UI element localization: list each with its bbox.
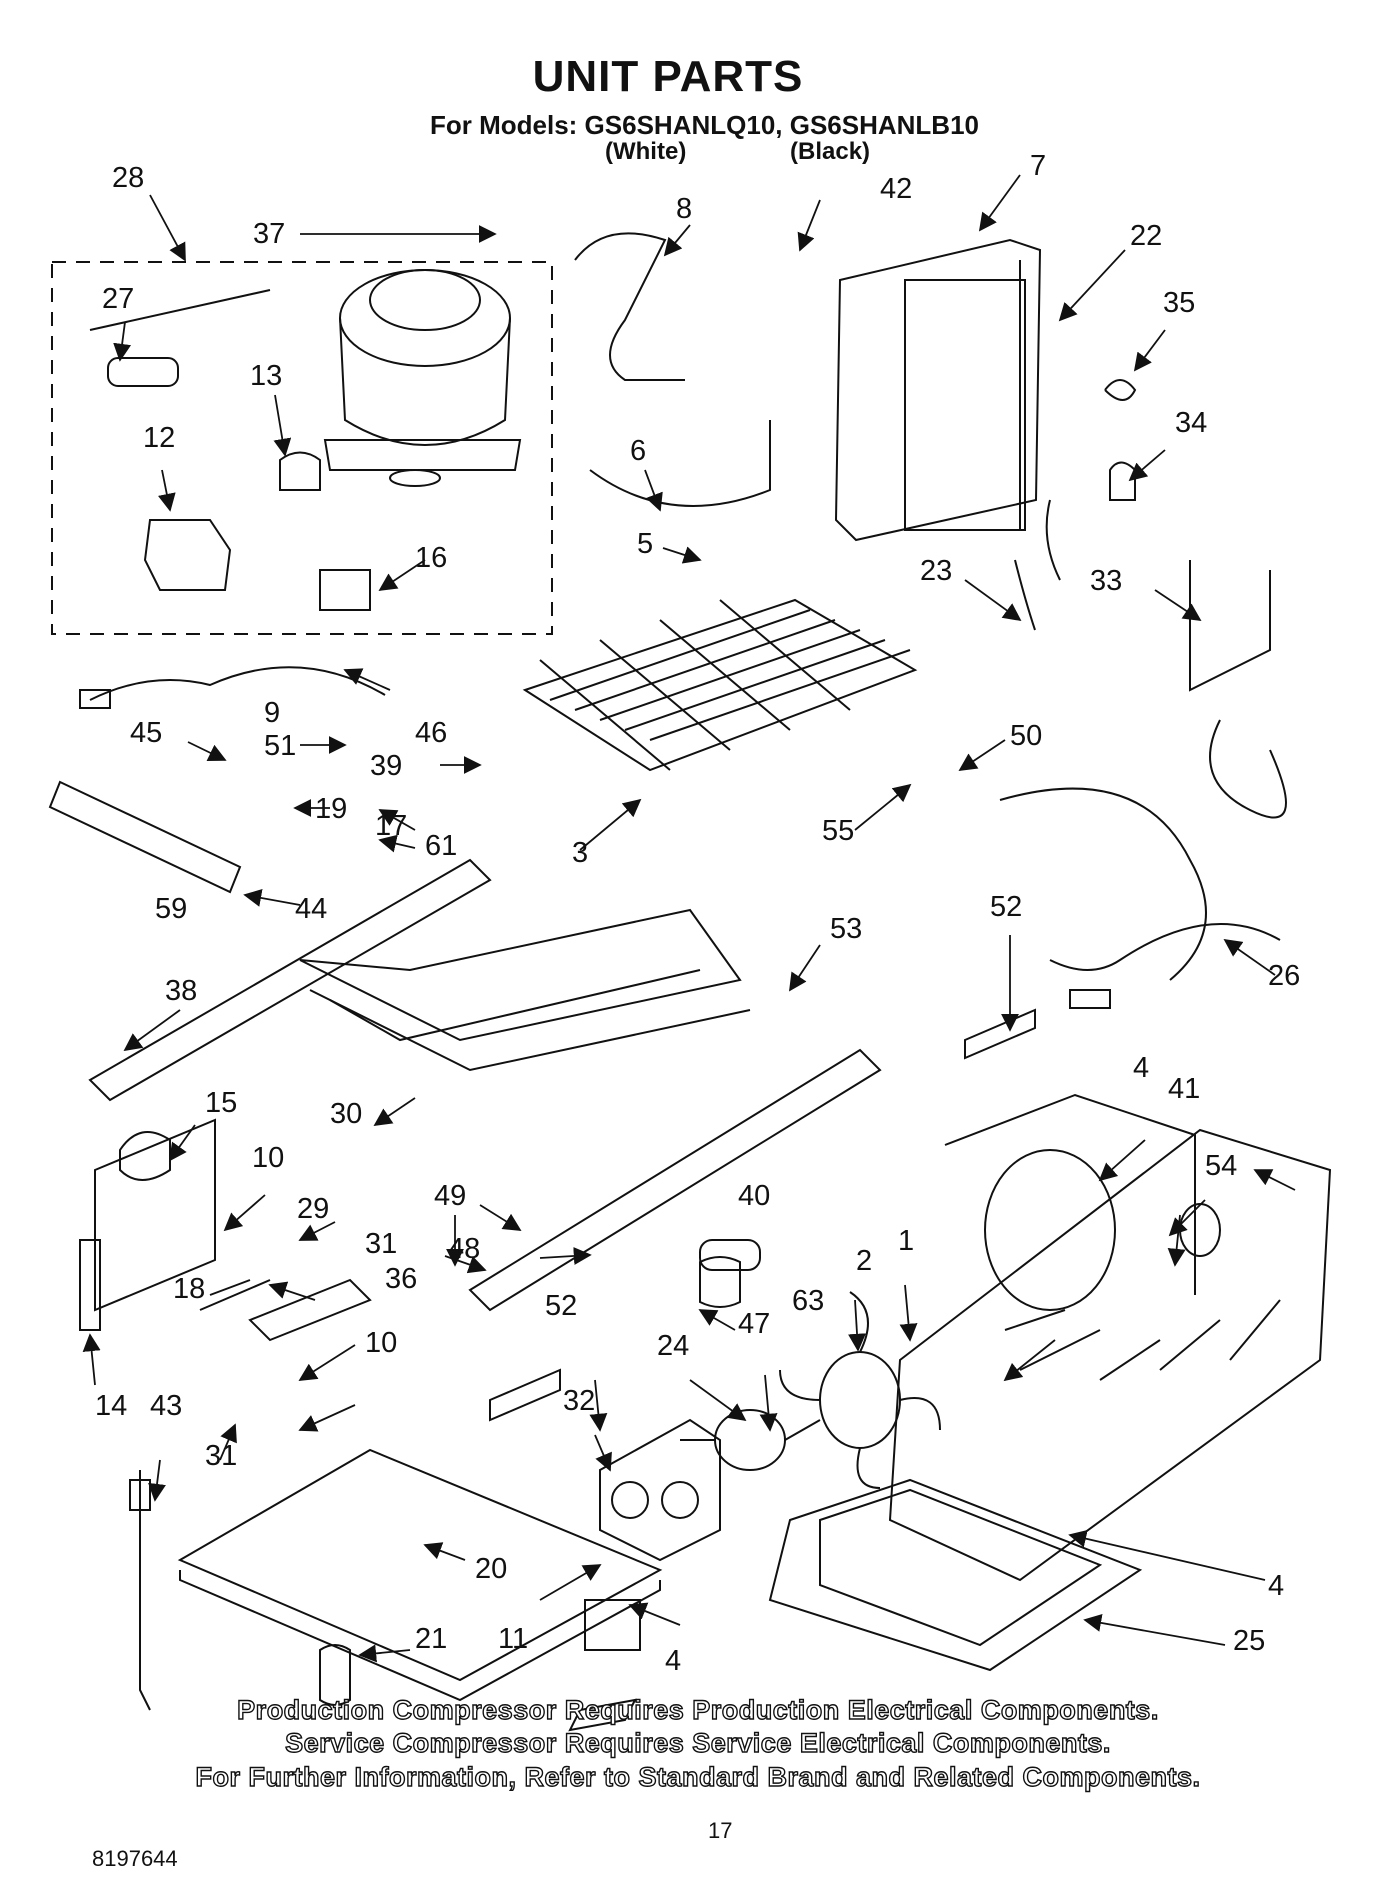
callout-53: 53: [830, 913, 862, 945]
callout-24: 24: [657, 1330, 689, 1362]
fan-motor-drawing: [599, 1256, 941, 1562]
callout-55: 55: [822, 815, 854, 847]
callout-4b: 4: [1268, 1570, 1284, 1602]
frame-rails-drawing: [48, 780, 882, 1312]
callout-numbers: 28 37 8 42 7 22 27 13 12 35 34 6 5 16 23…: [95, 150, 1300, 1677]
callout-3: 3: [572, 837, 588, 869]
callout-52b: 52: [545, 1290, 577, 1322]
callout-31b: 31: [205, 1440, 237, 1472]
callout-36: 36: [385, 1263, 417, 1295]
callout-35: 35: [1163, 287, 1195, 319]
callout-30: 30: [330, 1098, 362, 1130]
callout-31a: 31: [365, 1228, 397, 1260]
black-model-label: (Black): [790, 138, 871, 165]
callout-29: 29: [297, 1193, 329, 1225]
callout-27: 27: [102, 283, 134, 315]
callout-7: 7: [1030, 150, 1046, 182]
callout-41: 41: [1168, 1073, 1200, 1105]
condenser-base-drawing: [888, 1093, 1332, 1582]
callout-23: 23: [920, 555, 952, 587]
callout-10b: 10: [365, 1327, 397, 1359]
callout-54: 54: [1205, 1150, 1237, 1182]
callout-14: 14: [95, 1390, 127, 1422]
drain-pan-drawing: [177, 1448, 1143, 1702]
callout-42: 42: [880, 173, 912, 205]
callout-13: 13: [250, 360, 282, 392]
callout-33: 33: [1090, 565, 1122, 597]
callout-25: 25: [1233, 1625, 1265, 1657]
callout-48: 48: [448, 1233, 480, 1265]
models-line: For Models: GS6SHANLQ10, GS6SHANLB10: [430, 110, 979, 140]
document-number: 8197644: [92, 1846, 178, 1871]
callout-26: 26: [1268, 960, 1300, 992]
callout-28: 28: [112, 162, 144, 194]
callout-9: 9: [264, 697, 280, 729]
note-further-info: For Further Information, Refer to Standa…: [195, 1761, 1201, 1792]
callout-50: 50: [1010, 720, 1042, 752]
callout-63: 63: [792, 1285, 824, 1317]
note-service: Service Compressor Requires Service Elec…: [284, 1727, 1111, 1758]
page-number: 17: [708, 1818, 733, 1843]
compressor-group-box: [51, 261, 553, 635]
callout-16: 16: [415, 542, 447, 574]
wiring-drawing: [79, 666, 1287, 1009]
compressor-drawing: [323, 269, 522, 487]
callout-1: 1: [898, 1225, 914, 1257]
callout-4a: 4: [1133, 1052, 1149, 1084]
callout-49: 49: [434, 1180, 466, 1212]
callout-4c: 4: [665, 1645, 681, 1677]
callout-39: 39: [370, 750, 402, 782]
callout-51: 51: [264, 730, 296, 762]
callout-44: 44: [295, 893, 327, 925]
callout-17: 17: [375, 810, 407, 842]
callout-61: 61: [425, 830, 457, 862]
callout-38: 38: [165, 975, 197, 1007]
compressor-parts: [89, 289, 371, 611]
callout-15: 15: [205, 1087, 237, 1119]
callout-37: 37: [253, 218, 285, 250]
callout-21: 21: [415, 1623, 447, 1655]
callout-8: 8: [676, 193, 692, 225]
callout-40: 40: [738, 1180, 770, 1212]
callout-12: 12: [143, 422, 175, 454]
note-production: Production Compressor Requires Productio…: [236, 1694, 1159, 1725]
callout-2: 2: [856, 1245, 872, 1277]
callout-19: 19: [315, 793, 347, 825]
callout-5: 5: [637, 528, 653, 560]
callout-20: 20: [475, 1553, 507, 1585]
white-model-label: (White): [605, 138, 687, 165]
callout-32: 32: [563, 1385, 595, 1417]
controls-drawing: [79, 1008, 1221, 1732]
callout-22: 22: [1130, 220, 1162, 252]
callout-46: 46: [415, 717, 447, 749]
callout-10a: 10: [252, 1142, 284, 1174]
callout-11: 11: [498, 1623, 528, 1655]
callout-59: 59: [155, 893, 187, 925]
page-title: UNIT PARTS: [532, 52, 804, 101]
callout-52: 52: [990, 891, 1022, 923]
leader-arrows: [82, 174, 1296, 1663]
callout-18: 18: [173, 1273, 205, 1305]
callout-6: 6: [630, 435, 646, 467]
callout-45: 45: [130, 717, 162, 749]
evaporator-coil-drawing: [522, 598, 918, 772]
callout-43: 43: [150, 1390, 182, 1422]
callout-34: 34: [1175, 407, 1207, 439]
callout-47: 47: [738, 1308, 770, 1340]
